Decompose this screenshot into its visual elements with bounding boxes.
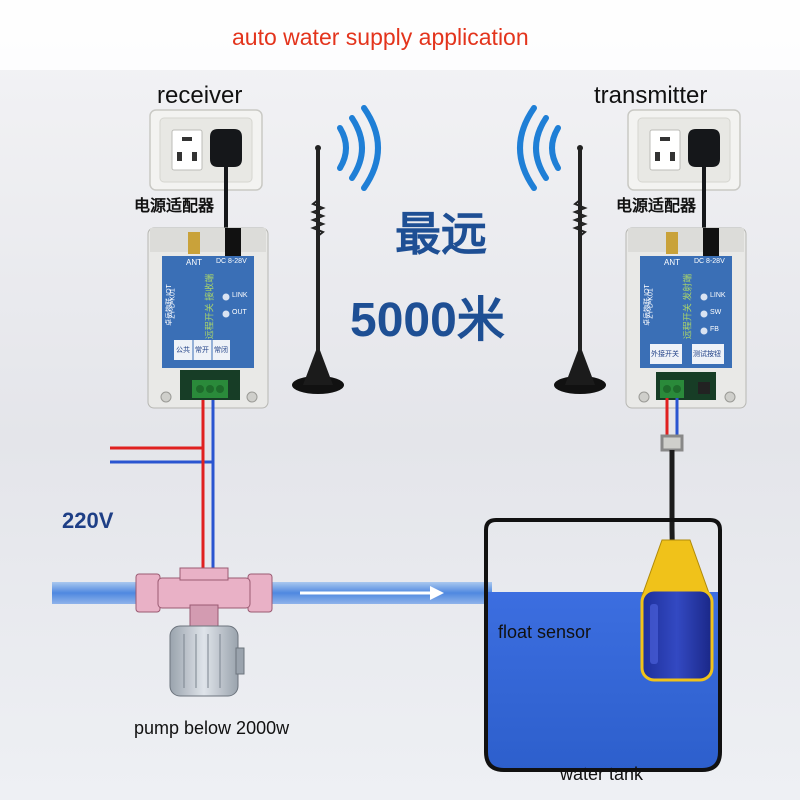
transmitter-ant-label: ANT: [664, 258, 680, 267]
receiver-dc-label: DC 8-28V: [216, 258, 247, 265]
voltage-label: 220V: [62, 508, 114, 533]
range-line-1: 最远: [395, 208, 487, 260]
receiver-label: receiver: [157, 82, 243, 109]
receiver-ant-label: ANT: [186, 258, 202, 267]
float-sensor: [640, 539, 714, 682]
transmitter-terminal-2: 测试按钮: [693, 351, 721, 358]
receiver-terminal-3: 常闭: [214, 347, 228, 354]
pump: [135, 567, 273, 697]
transmitter-name: 远程开关 发射端: [682, 273, 693, 340]
range-line-2: 5000米: [350, 294, 505, 347]
power-wires: [110, 400, 215, 588]
receiver-name: 远程开关 接收端: [204, 273, 215, 340]
receiver-terminal-2: 常开: [195, 347, 209, 354]
transmitter-adapter-label: 电源适配器: [616, 198, 697, 215]
pump-label: pump below 2000w: [134, 718, 290, 738]
transmitter-antenna: [554, 145, 606, 394]
transmitter-sw-label: SW: [710, 309, 722, 316]
transmitter-fb-label: FB: [710, 326, 719, 333]
transmitter-model: ZY-D-K01: [647, 288, 655, 319]
page-title: auto water supply application: [232, 24, 529, 50]
transmitter-terminal-1: 外接开关: [651, 351, 679, 358]
transmitter-wall-socket: [627, 109, 741, 235]
receiver-antenna: [292, 145, 344, 394]
receiver-radio-waves: [337, 105, 381, 191]
float-sensor-label: float sensor: [498, 622, 592, 642]
receiver-link-label: LINK: [232, 292, 248, 299]
receiver-wall-socket: [149, 109, 263, 235]
receiver-module: [147, 227, 269, 409]
receiver-model: ZY-D-K01: [169, 288, 177, 319]
transmitter-radio-waves: [517, 105, 561, 191]
transmitter-link-label: LINK: [710, 292, 726, 299]
transmitter-module: [625, 227, 747, 409]
transmitter-dc-label: DC 8-28V: [694, 258, 725, 265]
top-white-band: [0, 0, 800, 70]
transmitter-label: transmitter: [594, 82, 708, 109]
receiver-adapter-label: 电源适配器: [134, 198, 215, 215]
receiver-terminal-1: 公共: [176, 347, 190, 354]
receiver-out-label: OUT: [232, 309, 247, 316]
water-tank-label: water tank: [560, 764, 644, 784]
